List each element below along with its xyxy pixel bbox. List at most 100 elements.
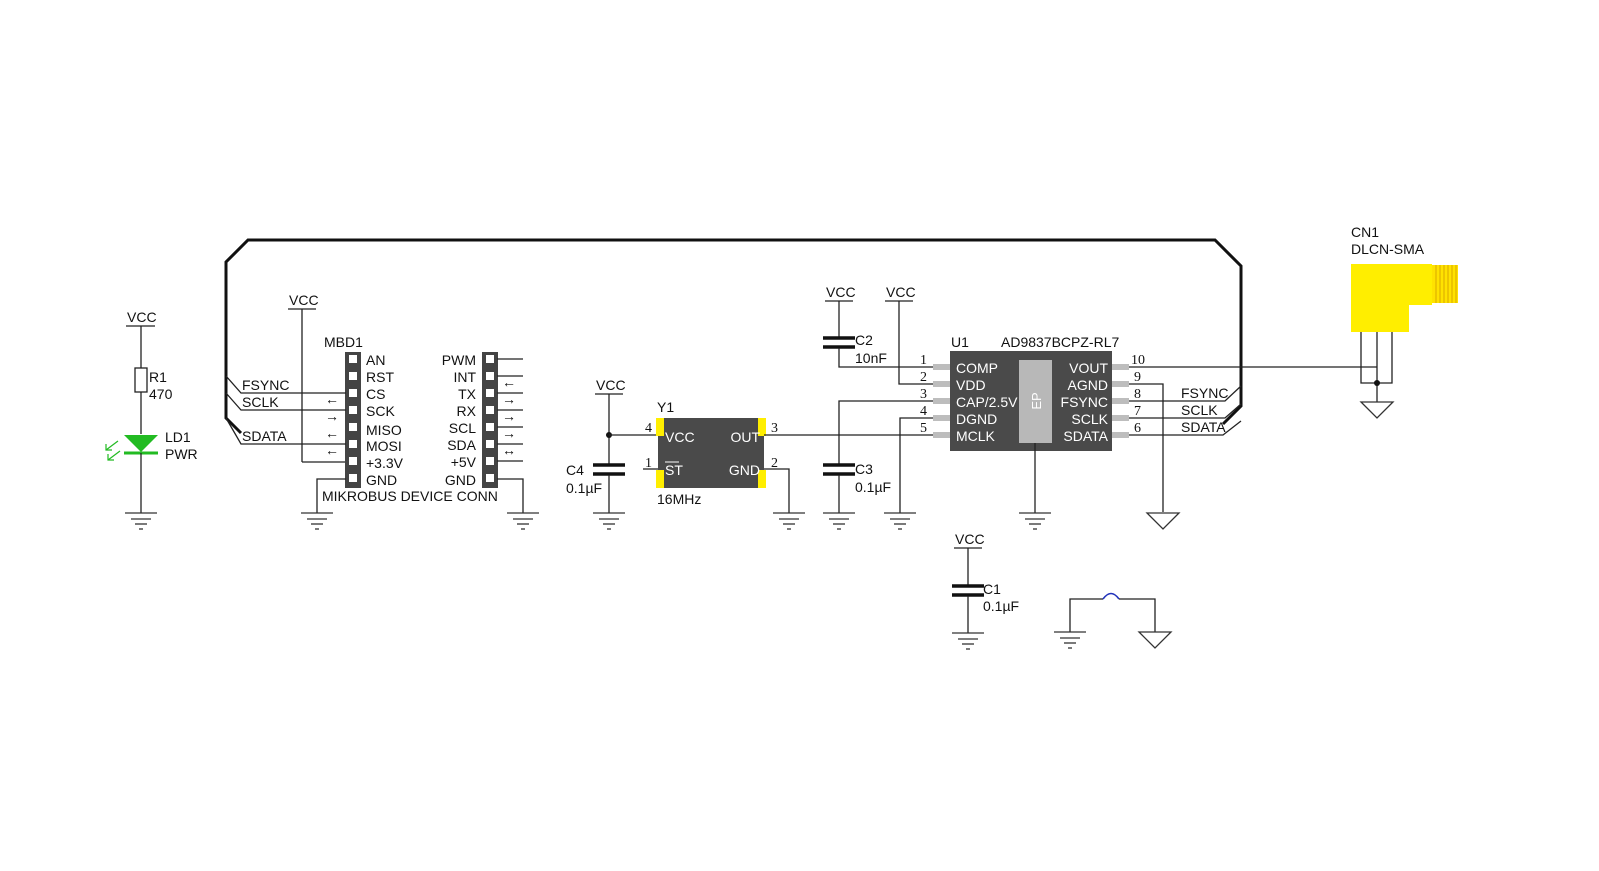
u1-pin-sdata: SDATA [1063,428,1108,444]
wire-mbd-gnd-right [497,478,524,513]
sma-connector-body-icon [1351,264,1432,332]
mikrobus-right-header [482,352,498,488]
c1-ref: C1 [983,581,1001,597]
c4-value: 0.1µF [566,480,602,496]
c4-ref: C4 [566,462,584,478]
u1-num-8: 8 [1134,387,1141,402]
junction-dot [1374,380,1380,386]
arrow-sck-icon: → [325,408,339,424]
y1-pin-out: OUT [730,429,760,445]
mbd-right-pad [486,440,494,448]
c3-ref: C3 [855,461,873,477]
u1-left-labels: COMP VDD CAP/2.5V DGND MCLK [956,360,1018,444]
u1-num-10: 10 [1131,353,1145,368]
r1-value: 470 [149,386,173,402]
mbd-left-pad [349,355,357,363]
net-sdata-mbd: SDATA [242,428,287,444]
u1-ep-label: EP [1029,392,1044,409]
mbd-left-pad [349,474,357,482]
arrow-sda-icon: ↔ [502,442,516,458]
net-fsync-chip: FSYNC [1181,385,1228,401]
u1-pin-dgnd: DGND [956,411,997,427]
y1-pin-vcc: VCC [665,429,695,445]
u1-pin-vout: VOUT [1069,360,1108,376]
u1-right-labels: VOUT AGND FSYNC SCLK SDATA [1061,360,1109,444]
net-bridge-jumper [1102,592,1120,600]
mbd-left-pad [349,389,357,397]
gnd-icon [1054,631,1086,649]
mbd-pin-rst: RST [366,369,394,385]
vcc-label-led: VCC [127,309,157,325]
mbd-pin-cs: CS [366,386,385,402]
u1-exposed-pad [1019,360,1052,443]
u1-pin-sclk: SCLK [1071,411,1108,427]
net-sclk-chip: SCLK [1181,402,1218,418]
mbd-right-pad [486,457,494,465]
u1-num-2: 2 [920,370,927,385]
vcc-label-mbd: VCC [289,292,319,308]
net-fsync-mbd: FSYNC [242,377,289,393]
u1-num-9: 9 [1134,370,1141,385]
u1-left-pin-numbers: 1 2 3 4 5 [920,353,927,436]
gnd-icon [884,512,916,530]
vcc-label-c2: VCC [826,284,856,300]
mbd-pin-rx: RX [457,403,477,419]
gnd-icon [952,632,984,650]
y1-pin-num-3: 3 [771,421,778,436]
u1-num-1: 1 [920,353,927,368]
led-light-arrows-icon [105,440,121,461]
net-sdata-chip: SDATA [1181,419,1226,435]
gnd-icon [125,512,157,530]
y1-pin-st: ST [665,462,683,478]
agnd-icon [1145,512,1181,530]
c3-value: 0.1µF [855,479,891,495]
wire-agnd [1129,383,1164,512]
mbd-pin-gnd-right: GND [445,472,476,488]
mikrobus-right-stubs [497,358,523,462]
mbd-pin-sda: SDA [447,437,476,453]
mbd-pin-mosi: MOSI [366,438,402,454]
y1-ref: Y1 [657,399,674,415]
arrow-mosi-icon: ← [325,442,339,458]
arrow-scl-icon: → [502,425,516,441]
u1-num-4: 4 [920,404,927,419]
y1-crystal-pads [656,418,766,488]
agnd-icon [1359,401,1395,419]
arrow-rx-icon: → [502,408,516,424]
arrow-miso-icon: ← [325,425,339,441]
u1-pin-agnd: AGND [1068,377,1108,393]
c1-value: 0.1µF [983,598,1019,614]
mikrobus-left-header [345,352,361,488]
ld1-value: PWR [165,446,198,462]
mbd-pin-an: AN [366,352,385,368]
vcc-label-y1: VCC [596,377,626,393]
y1-pin-num-4: 4 [645,421,652,436]
c2-ref: C2 [855,332,873,348]
mikrobus-right-arrows: ← → → → ↔ [502,374,516,458]
u1-pin-cap: CAP/2.5V [956,394,1018,410]
arrow-tx-icon: → [502,391,516,407]
gnd-icon [507,512,539,530]
u1-pin-comp: COMP [956,360,998,376]
mbd-pin-scl: SCL [449,420,476,436]
wire-vdd [898,301,933,385]
mikrobus-left-labels: AN RST CS SCK MISO MOSI +3.3V GND [366,352,404,488]
mbd-right-pad [486,355,494,363]
r1-ref: R1 [149,369,167,385]
gnd-icon [773,512,805,530]
wire-y1-gnd [764,468,790,513]
chip-bus-wires [1129,385,1242,436]
r1-resistor [134,367,148,393]
wire-bridge-right [1119,598,1156,632]
mbd-right-pad [486,474,494,482]
mbd-left-pad [349,372,357,380]
mbd-right-pad [486,423,494,431]
vcc-label-c1: VCC [955,531,985,547]
y1-value: 16MHz [657,491,701,507]
arrow-cs-icon: ← [325,391,339,407]
net-sclk-mbd: SCLK [242,394,279,410]
wire-c2-comp [838,348,933,368]
sma-thread-lines [1435,265,1457,303]
vcc-label-vdd: VCC [886,284,916,300]
